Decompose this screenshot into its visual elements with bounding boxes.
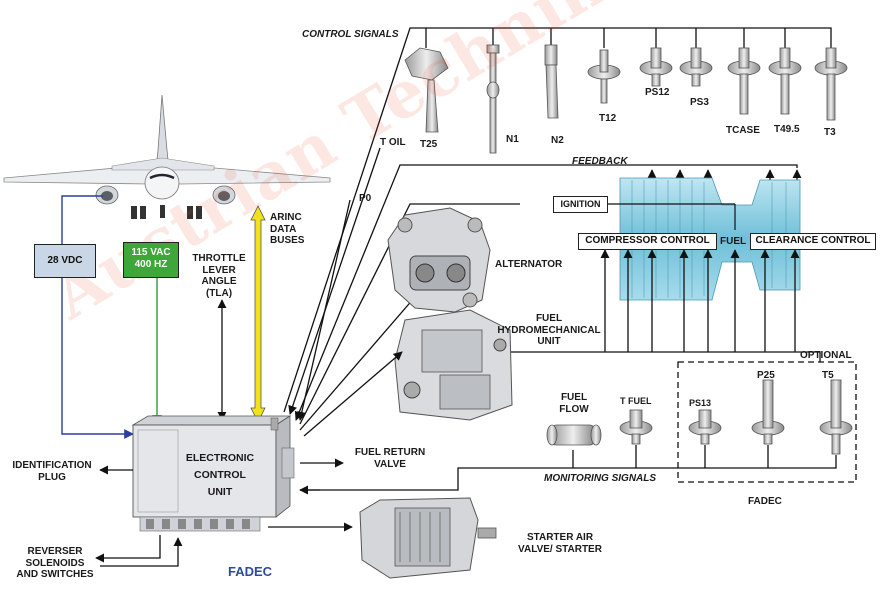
sensor-label-t-fuel: T FUEL [620,396,652,406]
optional-label: OPTIONAL [800,350,852,361]
diagram-title: FADEC [228,564,273,579]
sensor-illustrations [404,44,848,154]
p0-line [297,199,351,421]
sensor-label-p25: P25 [757,370,775,381]
aircraft-illustration [3,94,331,219]
hmu-control-links [510,249,820,353]
sensor-label-t25: T25 [420,139,438,150]
t-oil-label: T OIL [380,137,406,148]
sensor-label-ps3: PS3 [690,97,709,108]
monitor-sensor-illustrations [546,379,853,455]
sensor-label-tcase: TCASE [726,125,760,136]
feedback-label: FEEDBACK [572,156,628,167]
p0-label: P0 [359,193,372,204]
monitoring-signal-lines [300,445,837,491]
alternator-illustration [387,207,491,313]
dc-power-wire [61,195,134,439]
feedback-line [294,164,798,421]
reverser-arrow-out [95,535,161,563]
alternator-label: ALTERNATOR [495,259,563,270]
starter-illustration [359,497,497,579]
hmu-to-ecu-line [303,351,403,437]
clearance-control-box: CLEARANCE CONTROL [750,233,876,250]
t-oil-line [288,147,381,415]
monitoring-signals-label: MONITORING SIGNALS [544,473,657,484]
sensor-label-t3: T3 [824,127,836,138]
sensor-label-n2: N2 [551,135,564,146]
ecu-illustration [131,415,295,532]
fuel-engine-label: FUEL [720,236,747,247]
fadec-group-label: FADEC [748,496,782,507]
sensor-label-n1: N1 [506,134,519,145]
dc-power-box: 28 VDC [34,244,96,278]
sensor-label-t12: T12 [599,113,617,124]
ignition-box: IGNITION [553,196,608,213]
reverser-arrow-in [100,537,183,567]
control-signal-lines [283,27,832,413]
optional-dashed-box [677,361,857,483]
compressor-control-box: COMPRESSOR CONTROL [578,233,717,250]
control-signals-label: CONTROL SIGNALS [302,29,399,40]
sensor-label-t5: T5 [822,370,834,381]
ignition-line [299,203,520,425]
arinc-bus-arrow [250,205,266,423]
sensor-label-t49-5: T49.5 [774,124,800,135]
sensor-label-ps13: PS13 [689,398,712,408]
sensor-label-ps12: PS12 [645,87,670,98]
hmu-illustration [394,309,513,421]
